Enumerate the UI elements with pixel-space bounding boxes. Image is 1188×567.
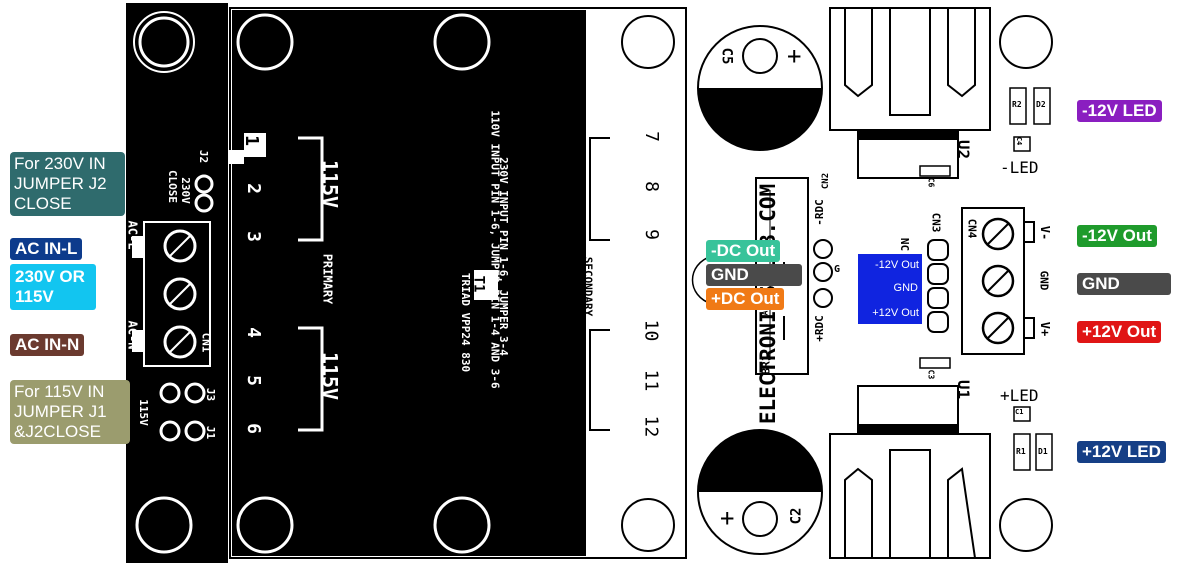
label-dc-out-neg: -DC Out: [706, 240, 781, 262]
pin-9: 9: [640, 229, 662, 240]
label-j3: J3: [204, 387, 218, 402]
label-ac-l: AC-L: [125, 220, 140, 250]
pin-10: 10: [640, 319, 662, 342]
capacitor-c2: [697, 429, 823, 555]
note-line-110v: 110V INPUT PIN 1-6, JUMPER PIN 1-4 AND 3…: [488, 110, 502, 389]
label-r2: R2: [1012, 100, 1022, 109]
label-ac-in-n: AC IN-N: [10, 334, 85, 356]
label-c4: C4: [1015, 136, 1024, 146]
label-c3: C3: [926, 369, 936, 380]
pin-6: 6: [242, 423, 264, 434]
pin-12: 12: [640, 415, 662, 438]
label-cn3: CN3: [929, 212, 943, 233]
label-u2: U2: [954, 139, 974, 160]
label-ac-in-l: AC IN-L: [10, 238, 83, 260]
label-secondary: SECONDARY: [581, 256, 595, 317]
pin-8: 8: [640, 181, 662, 192]
label-minus-rdc: -RDC: [812, 199, 826, 226]
label-t1: T1: [470, 275, 487, 293]
label-pos12-led: +12V LED: [1077, 441, 1166, 463]
label-pos-led: +LED: [1000, 386, 1039, 405]
left-mount-hole-bottom: [135, 496, 193, 554]
label-cn4-vneg: V-: [1038, 225, 1053, 241]
heatsink-u1: [829, 433, 991, 559]
label-cn1: CN1: [199, 332, 213, 353]
label-plus-rdc: +RDC: [812, 315, 826, 342]
label-cn4-gnd: GND: [1037, 270, 1051, 291]
transformer-core: [232, 10, 586, 556]
cn3-pos12-label: +12V Out: [872, 307, 919, 319]
note-j1-115v: For 115V IN JUMPER J1 &J2CLOSE: [10, 380, 130, 444]
label-dc-out-pos: +DC Out: [706, 288, 785, 310]
label-230v-or-115v: 230V OR 115V: [10, 264, 96, 310]
pin-2: 2: [242, 183, 264, 194]
label-dc-gnd: GND: [706, 264, 802, 286]
label-d1: D1: [1038, 447, 1048, 456]
pin-3: 3: [242, 231, 264, 242]
label-cn2: CN2: [821, 172, 832, 190]
label-d2: D2: [1036, 100, 1046, 109]
label-nc: NC: [898, 237, 912, 252]
pin-4: 4: [242, 327, 264, 338]
cn1-terminal: [143, 221, 211, 367]
label-j2: J2: [197, 149, 211, 164]
label-c5: C5: [718, 47, 735, 65]
label-c1: C1: [1015, 408, 1024, 416]
label-j1: J1: [204, 425, 218, 440]
label-j2-close: CLOSE: [166, 169, 180, 204]
capacitor-c5: [697, 25, 823, 151]
label-gnd-out: GND: [1077, 273, 1171, 295]
pin-7: 7: [640, 131, 662, 142]
label-neg12-out: -12V Out: [1077, 225, 1157, 247]
label-cn4: CN4: [965, 218, 979, 239]
label-j1-115v: 115V: [136, 399, 150, 426]
note-j2-230v: For 230V IN JUMPER J2 CLOSE: [10, 152, 125, 216]
label-triad: TRIAD VPP24 830: [459, 272, 473, 373]
label-115v-bottom: 115V: [318, 351, 343, 401]
label-j2-230v: 230V: [178, 177, 192, 204]
pin-5: 5: [242, 375, 264, 386]
label-cn4-vpos: V+: [1038, 321, 1053, 337]
label-ac-n: AC-N: [125, 320, 140, 350]
label-neg12-led: -12V LED: [1077, 100, 1162, 122]
label-115v-top: 115V: [318, 159, 343, 209]
c2-plus: +: [720, 504, 735, 532]
label-pos12-out: +12V Out: [1077, 321, 1162, 343]
cn3-neg12-label: -12V Out: [874, 259, 919, 271]
c5-plus: +: [787, 42, 802, 70]
label-r1: R1: [1016, 447, 1026, 456]
label-primary: PRIMARY: [320, 253, 335, 305]
cn3-output-box: -12V Out GND +12V Out: [858, 254, 922, 324]
label-neg-led: -LED: [1000, 158, 1039, 177]
label-c2: C2: [788, 507, 805, 525]
pin-1: 1: [240, 135, 262, 146]
label-c6: C6: [926, 177, 936, 188]
pin-11: 11: [640, 369, 662, 392]
heatsink-u2: [829, 7, 991, 131]
label-u1: U1: [954, 379, 974, 400]
label-g: G: [834, 264, 841, 275]
cn3-gnd-label: GND: [893, 282, 918, 294]
